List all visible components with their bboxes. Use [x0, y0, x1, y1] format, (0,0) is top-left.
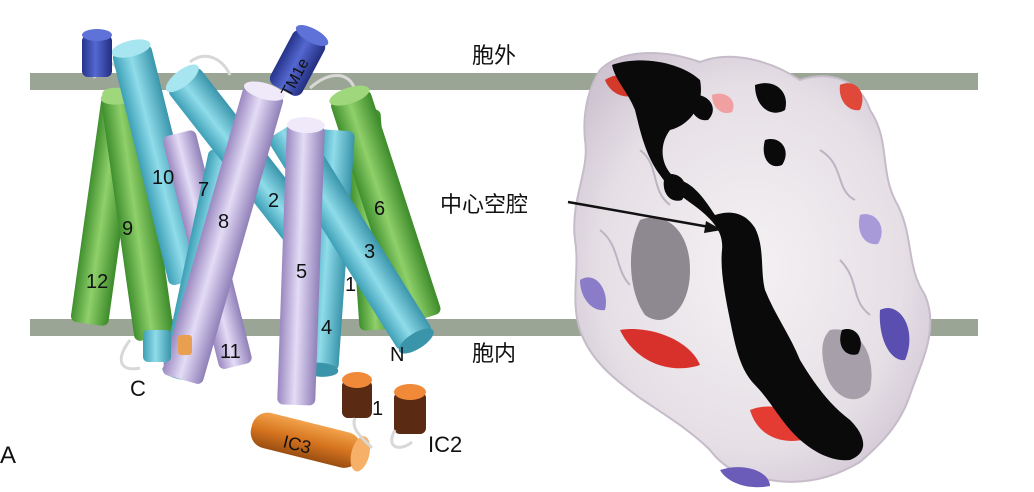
- cavity-arrowhead: [704, 221, 722, 233]
- helix-label-5: 5: [296, 261, 307, 283]
- helix-label-ic2: IC2: [428, 432, 462, 457]
- helix-8: [162, 81, 285, 384]
- positive-patch: [879, 308, 910, 361]
- loop: [390, 429, 413, 449]
- surface-texture: [599, 149, 871, 316]
- surface-shadow: [630, 217, 690, 320]
- helix-label-7: 7: [198, 179, 209, 201]
- positive-patch: [580, 277, 606, 311]
- c-terminus-label: C: [130, 376, 146, 401]
- helix-stub: [178, 335, 192, 355]
- helix-label-ic1: 1: [372, 398, 383, 420]
- helix-label-10: 10: [152, 167, 174, 189]
- surface-representation: [573, 52, 932, 488]
- cavity-label: 中心空腔: [440, 193, 528, 218]
- helix-5: [277, 117, 325, 406]
- cavity-pocket: [755, 83, 786, 113]
- loop: [119, 339, 141, 371]
- helix-label-8: 8: [218, 211, 229, 233]
- positive-patch: [858, 214, 882, 245]
- helix-10: [111, 39, 208, 286]
- cavity-arrow: [567, 200, 716, 230]
- helix-label-3: 3: [364, 241, 375, 263]
- helix-label-9: 9: [122, 218, 133, 240]
- cavity-pocket: [763, 139, 786, 167]
- helix-tm1e: [269, 25, 329, 96]
- helix-label-11: 11: [220, 341, 241, 363]
- helix-blue-small: [82, 29, 112, 77]
- negative-patch: [620, 329, 700, 369]
- helix-ic1: [342, 372, 372, 418]
- helix-label-4: 4: [321, 317, 332, 339]
- helix-label-12: 12: [86, 271, 108, 293]
- central-cavity: [612, 60, 864, 461]
- positive-patch: [720, 467, 770, 488]
- panel-letter: A: [0, 442, 17, 469]
- helix-stub: [143, 330, 171, 362]
- extracellular-label: 胞外: [472, 44, 516, 69]
- loop: [352, 417, 374, 450]
- loop: [308, 74, 357, 91]
- cavity-pocket: [840, 329, 861, 355]
- loop: [189, 54, 232, 76]
- helix-label-1: 1: [345, 274, 356, 296]
- helix-label-2: 2: [268, 190, 279, 212]
- helix-cylinder-model: 12 9 10 7 8 2 5 1 3 6 4 11 TM1e 1 IC2 IC…: [70, 25, 462, 472]
- intracellular-label: 胞内: [472, 342, 516, 367]
- helix-ic2: [394, 384, 426, 434]
- helix-ic3: [250, 412, 371, 472]
- negative-patch: [839, 83, 863, 111]
- cavity-pocket: [689, 94, 713, 121]
- n-terminus-label: N: [390, 344, 404, 366]
- helix-label-6: 6: [374, 198, 385, 220]
- helix-6: [329, 85, 441, 325]
- negative-patch: [712, 93, 734, 114]
- cavity-pocket: [663, 174, 686, 201]
